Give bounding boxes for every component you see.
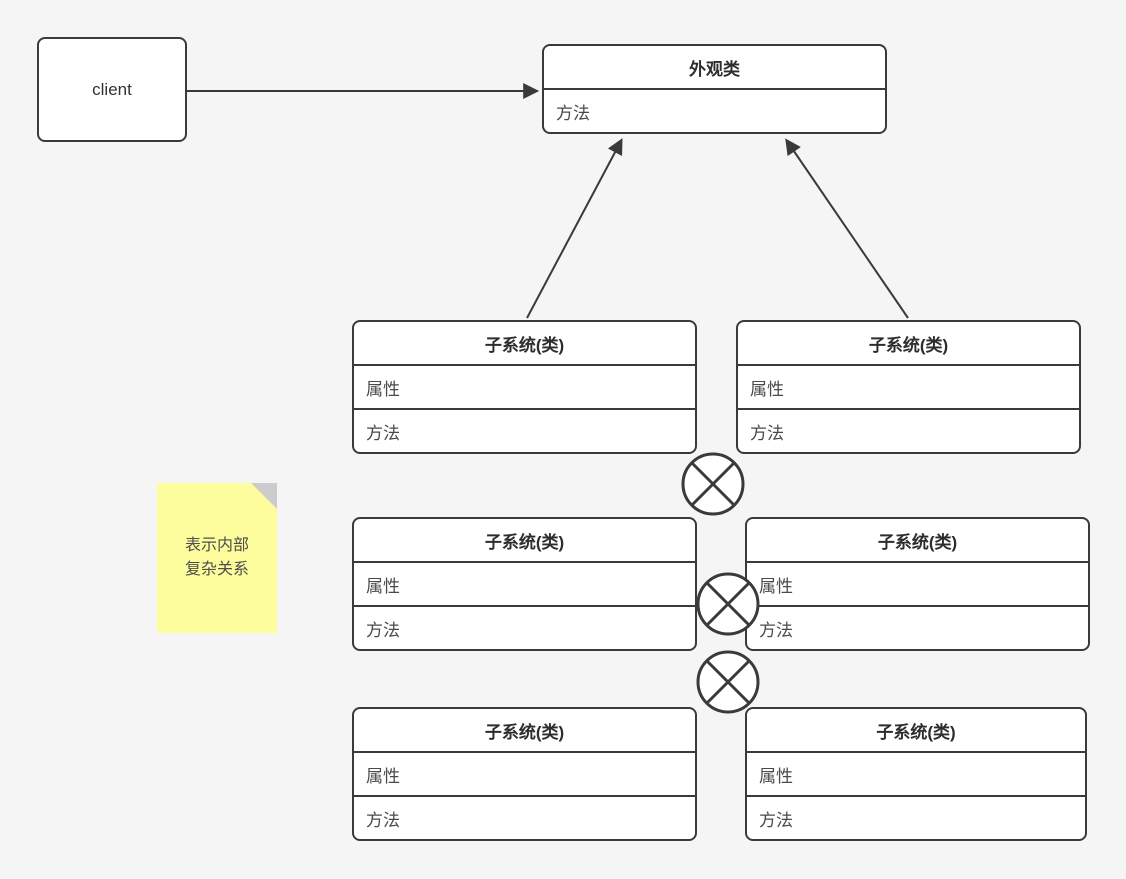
subsystem-box-1[interactable]: 子系统(类) 属性 方法: [352, 320, 697, 454]
class-method-row: 方法: [354, 605, 695, 649]
arrow-subsystem-right-to-facade[interactable]: [785, 138, 909, 319]
class-title: 子系统(类): [354, 519, 695, 563]
class-method-row: 方法: [354, 408, 695, 452]
class-title: 子系统(类): [354, 322, 695, 366]
client-box-label: client: [92, 79, 132, 99]
class-title: 子系统(类): [747, 519, 1088, 563]
subsystem-box-4[interactable]: 子系统(类) 属性 方法: [745, 517, 1090, 651]
arrow-subsystem-left-to-facade[interactable]: [526, 138, 623, 319]
class-attribute-row: 属性: [366, 766, 400, 786]
class-attribute-row: 属性: [759, 576, 793, 596]
class-method-row: 方法: [556, 103, 590, 123]
subsystem-box-5[interactable]: 子系统(类) 属性 方法: [352, 707, 697, 841]
class-title: 子系统(类): [747, 709, 1085, 753]
class-method-row: 方法: [747, 795, 1085, 839]
class-title: 外观类: [544, 46, 885, 90]
client-box[interactable]: client: [37, 37, 187, 142]
class-method-row: 方法: [747, 605, 1088, 649]
class-method-row: 方法: [738, 408, 1079, 452]
class-attribute-row: 属性: [366, 379, 400, 399]
class-attribute-row: 属性: [750, 379, 784, 399]
class-title: 子系统(类): [354, 709, 695, 753]
circle-cross-icon[interactable]: [696, 650, 760, 714]
class-title: 子系统(类): [738, 322, 1079, 366]
note-fold-corner-icon: [251, 483, 277, 509]
note-text-line1: 表示内部: [184, 537, 249, 554]
facade-class-box[interactable]: 外观类 方法: [542, 44, 887, 134]
note-text-line2: 复杂关系: [184, 561, 249, 578]
class-method-row: 方法: [354, 795, 695, 839]
subsystem-box-6[interactable]: 子系统(类) 属性 方法: [745, 707, 1087, 841]
note-sticky[interactable]: 表示内部 复杂关系: [157, 483, 277, 633]
circle-cross-icon[interactable]: [681, 452, 745, 516]
class-attribute-row: 属性: [366, 576, 400, 596]
subsystem-box-2[interactable]: 子系统(类) 属性 方法: [736, 320, 1081, 454]
class-attribute-row: 属性: [759, 766, 793, 786]
subsystem-box-3[interactable]: 子系统(类) 属性 方法: [352, 517, 697, 651]
